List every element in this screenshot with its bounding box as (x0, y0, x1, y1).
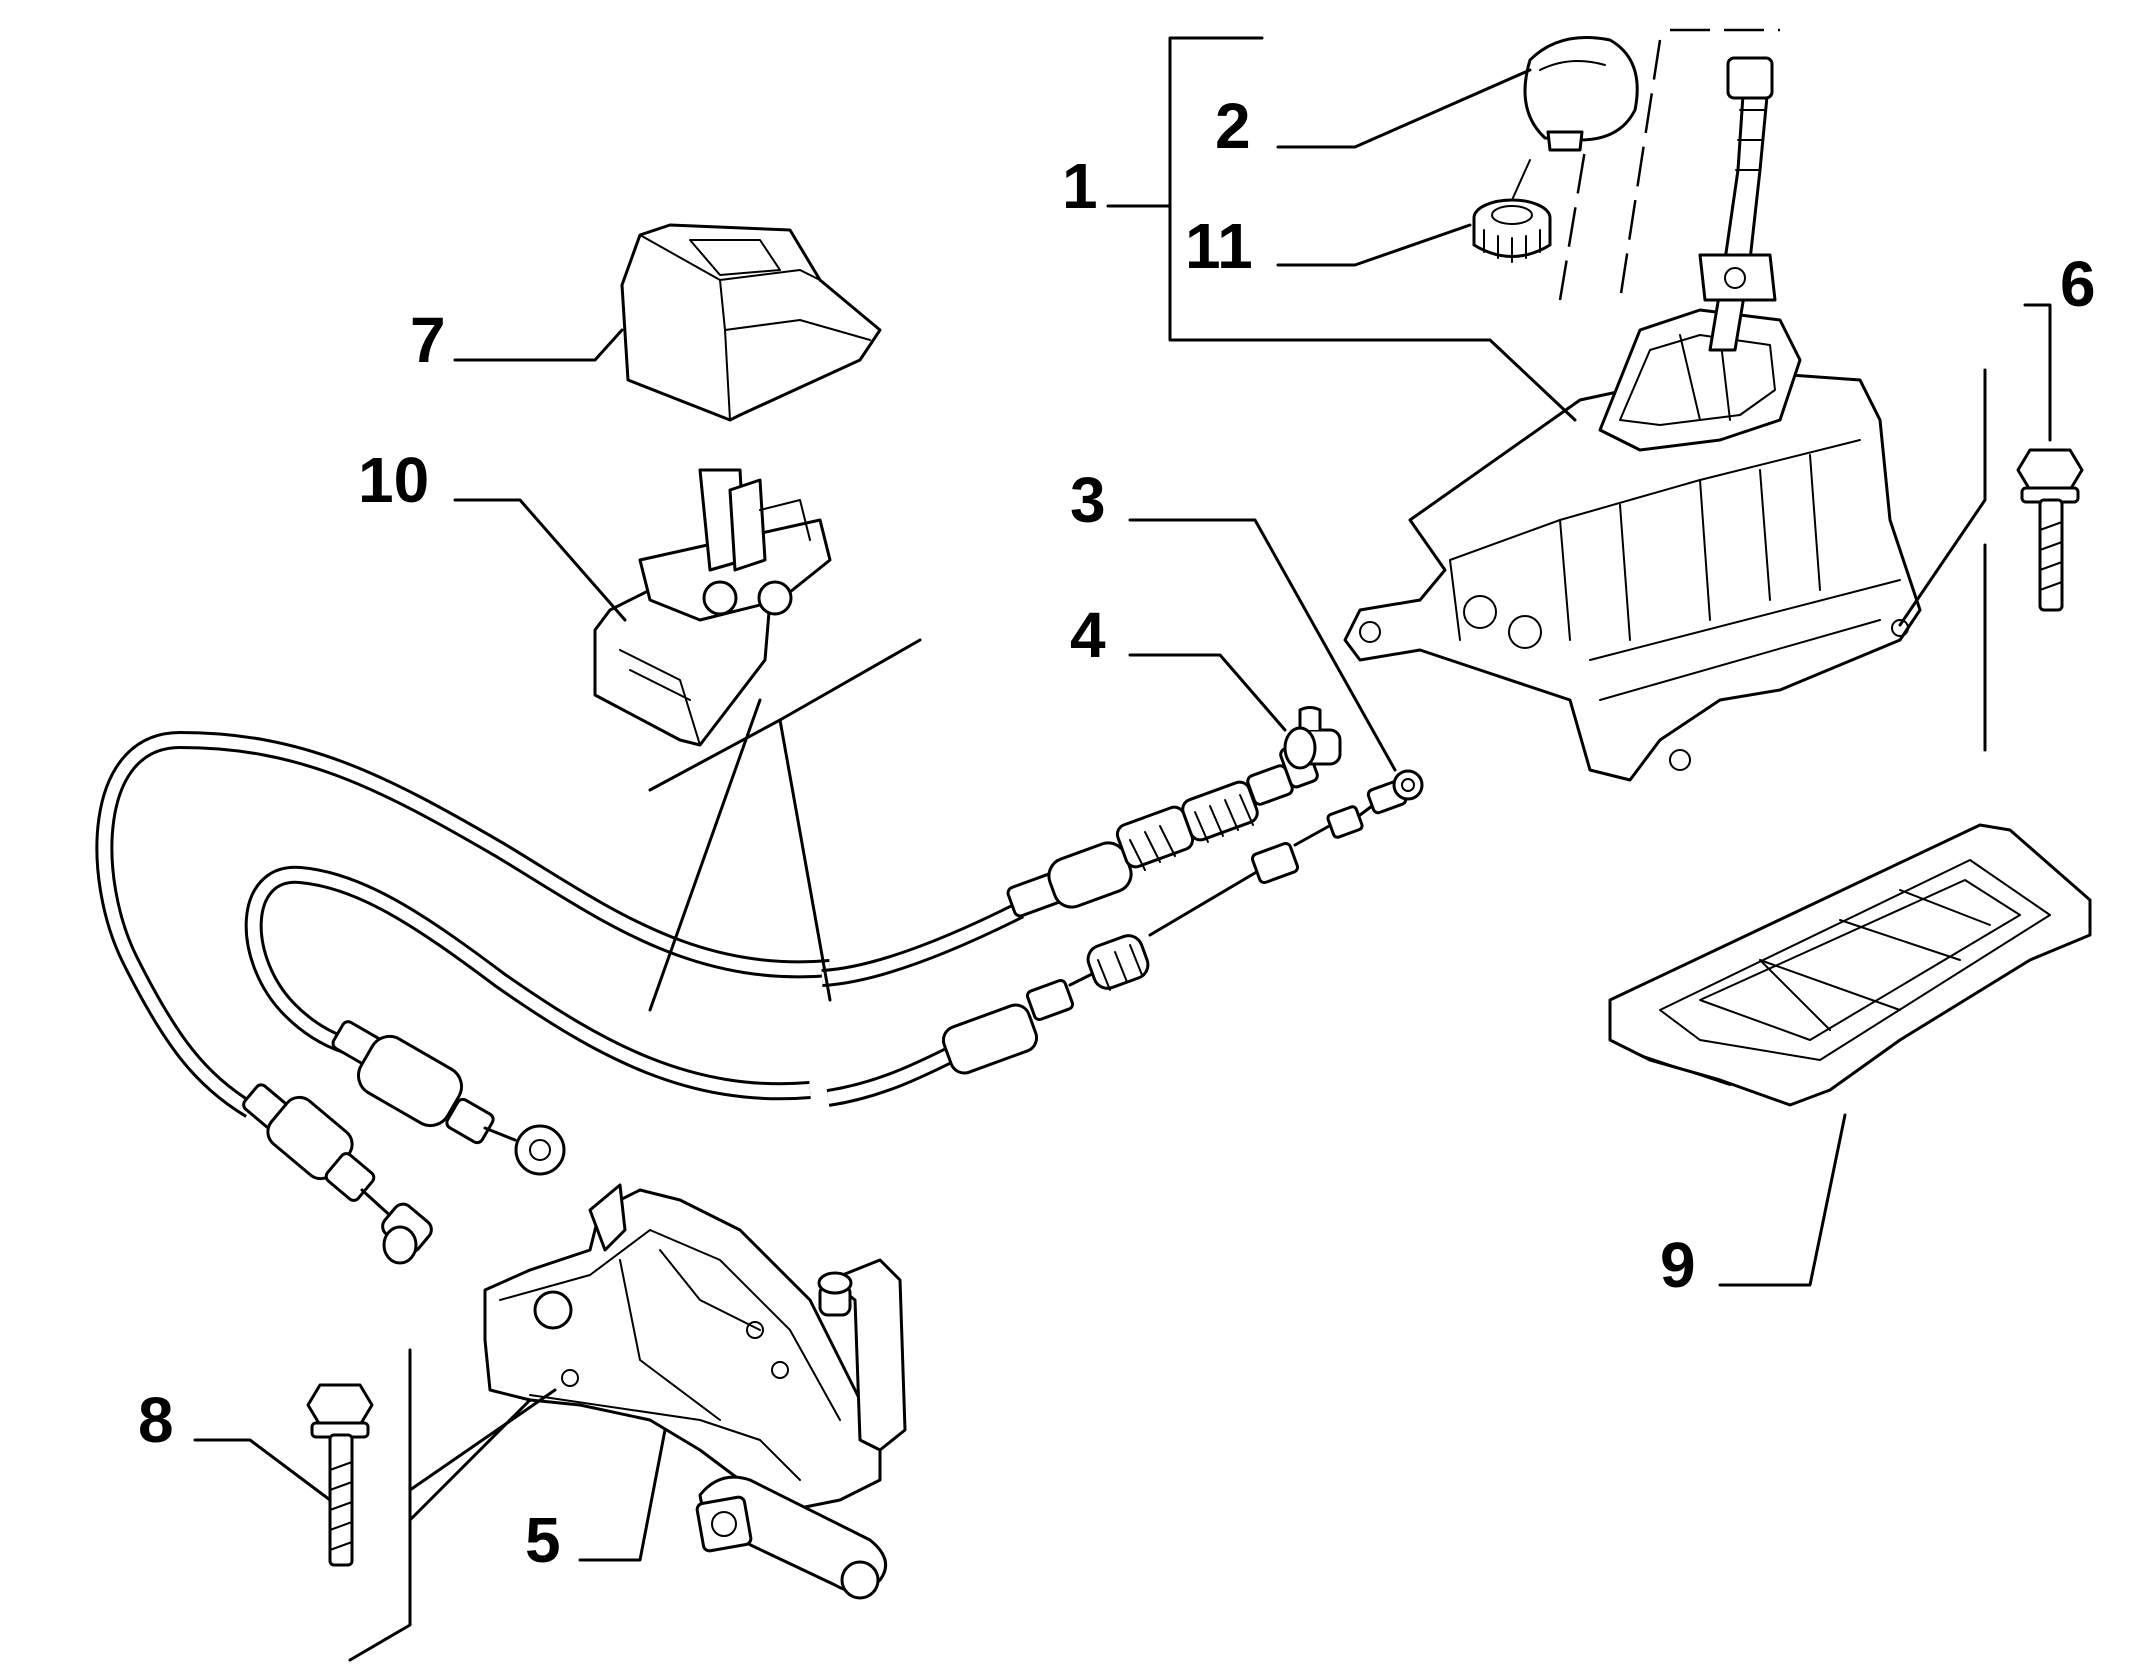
callout-6: 6 (2060, 248, 2096, 320)
cover-icon (620, 223, 882, 422)
callout-7: 7 (410, 304, 446, 376)
bolt-icon (306, 1383, 374, 1567)
callout-5: 5 (525, 1504, 561, 1576)
bolt-icon (2016, 448, 2084, 612)
callout-9: 9 (1660, 1229, 1696, 1301)
gaiter-frame-icon (1608, 823, 2092, 1107)
cable-bracket-icon (483, 1183, 907, 1600)
ring-nut-icon (1472, 198, 1552, 263)
gear-cables-icon (95, 706, 1424, 1265)
callout-8: 8 (138, 1384, 174, 1456)
callout-11: 11 (1185, 210, 1253, 282)
leader-lines (193, 36, 2052, 1662)
gear-lever-assembly-icon (1343, 28, 1922, 782)
callout-2: 2 (1215, 90, 1251, 162)
callout-3: 3 (1070, 464, 1106, 536)
callout-4: 4 (1070, 599, 1106, 671)
callout-10: 10 (358, 444, 429, 516)
callout-1: 1 (1062, 150, 1098, 222)
cable-clip-icon (593, 468, 832, 747)
gear-knob-icon (1523, 36, 1639, 152)
